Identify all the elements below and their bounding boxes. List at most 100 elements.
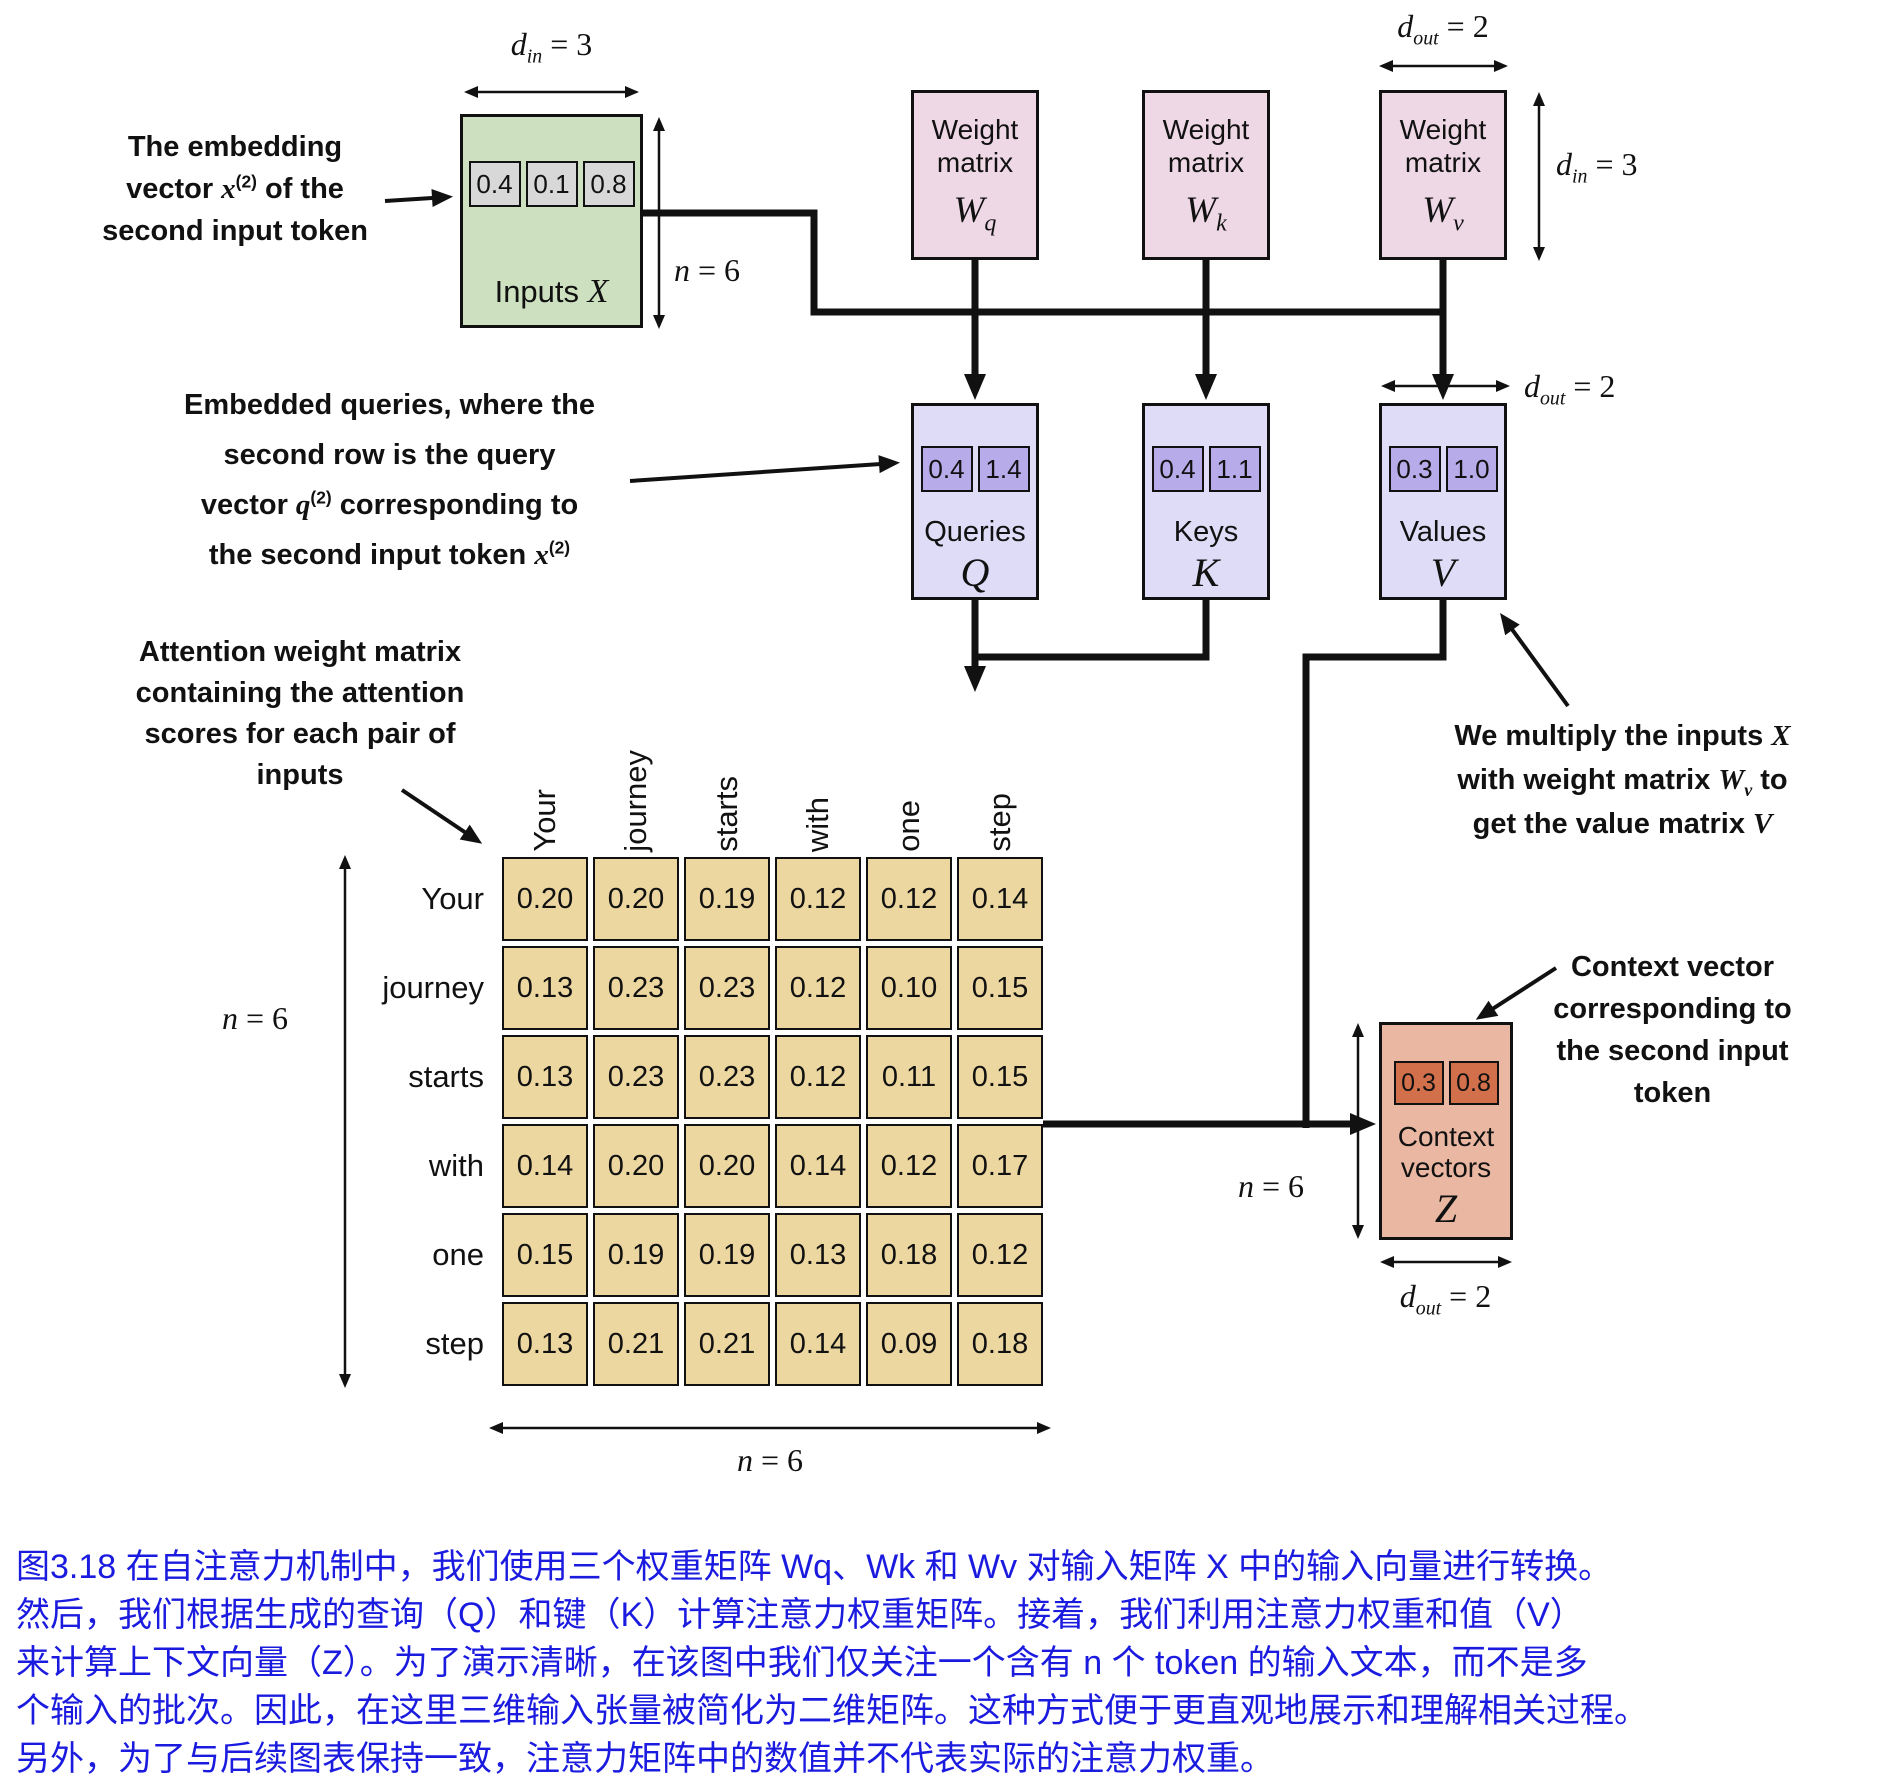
multiply-note-arrow bbox=[1500, 612, 1570, 708]
caption-line: 另外，为了与后续图表保持一致，注意力矩阵中的数值并不代表实际的注意力权重。 bbox=[16, 1740, 1274, 1778]
matrix-cell: 0.4 bbox=[920, 446, 973, 492]
note-line: inputs bbox=[256, 759, 344, 791]
attention-cell: 0.14 bbox=[502, 1124, 588, 1208]
matrix-cell: 0.8 bbox=[1448, 1061, 1499, 1105]
n-inputs-label: n = 6 bbox=[674, 252, 741, 288]
key-vector-row: 0.4 1.1 bbox=[1151, 446, 1261, 492]
attention-cell: 0.23 bbox=[684, 946, 770, 1030]
weight-matrix-text: matrix bbox=[936, 147, 1014, 178]
dout-context-label: dout = 2 bbox=[1399, 1278, 1492, 1320]
inputs-label: Inputs X bbox=[494, 273, 609, 310]
attention-cell: 0.17 bbox=[957, 1124, 1043, 1208]
attention-cell: 0.15 bbox=[957, 946, 1043, 1030]
context-vector-row: 0.3 0.8 bbox=[1393, 1061, 1499, 1105]
values-matrix: 0.3 1.0 Values V bbox=[1379, 403, 1507, 600]
note-line: scores for each pair of bbox=[144, 718, 456, 750]
inputs-matrix: 0.4 0.1 0.8 Inputs X bbox=[460, 114, 643, 328]
note-line: We multiply the inputs X bbox=[1454, 720, 1791, 752]
note-line: with weight matrix Wv to bbox=[1457, 764, 1788, 800]
caption-line: 个输入的批次。因此，在这里三维输入张量被简化为二维矩阵。这种方式便于更直观地展示… bbox=[16, 1692, 1648, 1730]
z-symbol: Z bbox=[1434, 1186, 1458, 1231]
query-vector-row: 0.4 1.4 bbox=[920, 446, 1030, 492]
attention-cell: 0.13 bbox=[502, 1035, 588, 1119]
weight-matrix-wk: Weight matrix Wk bbox=[1142, 90, 1270, 260]
attention-cell: 0.18 bbox=[957, 1302, 1043, 1386]
queries-note: Embedded queries, where the second row i… bbox=[162, 380, 617, 580]
attention-cell: 0.18 bbox=[866, 1213, 952, 1297]
weight-matrix-wq: Weight matrix Wq bbox=[911, 90, 1039, 260]
attention-cell: 0.12 bbox=[866, 1124, 952, 1208]
caption-line: 然后，我们根据生成的查询（Q）和键（K）计算注意力权重矩阵。接着，我们利用注意力… bbox=[16, 1596, 1584, 1634]
n-attention-cols-label: n = 6 bbox=[736, 1442, 804, 1478]
attention-cell: 0.13 bbox=[502, 1302, 588, 1386]
context-label-line2: vectors bbox=[1400, 1152, 1492, 1183]
weight-matrix-wv: Weight matrix Wv bbox=[1379, 90, 1507, 260]
note-line: second row is the query bbox=[223, 439, 556, 471]
weight-matrix-text: matrix bbox=[1167, 147, 1245, 178]
weight-matrix-text: matrix bbox=[1404, 147, 1482, 178]
matrix-cell: 0.3 bbox=[1388, 446, 1441, 492]
embedding-note-arrow bbox=[384, 189, 453, 207]
attention-cell: 0.23 bbox=[593, 946, 679, 1030]
attention-column-header: step bbox=[982, 793, 1017, 852]
note-line: The embedding bbox=[127, 131, 343, 163]
attention-column-header: Your bbox=[527, 789, 562, 852]
value-vector-row: 0.3 1.0 bbox=[1388, 446, 1498, 492]
note-line: vector x(2) of the bbox=[126, 171, 344, 205]
n-context-label: n = 6 bbox=[1238, 1168, 1305, 1204]
attention-note: Attention weight matrix containing the a… bbox=[115, 632, 485, 796]
attention-cell: 0.19 bbox=[593, 1213, 679, 1297]
note-line: corresponding to bbox=[1553, 993, 1792, 1025]
matrix-cell: 0.4 bbox=[1151, 446, 1204, 492]
keys-matrix: 0.4 1.1 Keys K bbox=[1142, 403, 1270, 600]
attention-cell: 0.15 bbox=[957, 1035, 1043, 1119]
note-line: get the value matrix V bbox=[1472, 808, 1773, 840]
attention-cell: 0.12 bbox=[775, 1035, 861, 1119]
attention-cell: 0.12 bbox=[775, 857, 861, 941]
inputs-to-weights-line bbox=[643, 209, 1443, 316]
caption-line: 来计算上下文向量（Z）。为了演示清晰，在该图中我们仅关注一个含有 n 个 tok… bbox=[16, 1644, 1588, 1682]
attention-cell: 0.19 bbox=[684, 1213, 770, 1297]
din-inputs-label: din = 3 bbox=[510, 26, 593, 68]
attention-cell: 0.13 bbox=[775, 1213, 861, 1297]
attention-cell: 0.21 bbox=[593, 1302, 679, 1386]
attention-row-label: starts bbox=[408, 1059, 484, 1094]
note-line: Context vector bbox=[1570, 951, 1775, 983]
matrix-cell: 0.4 bbox=[468, 161, 521, 207]
note-line: vector q(2) corresponding to bbox=[200, 487, 579, 521]
attention-column-header: journey bbox=[618, 750, 653, 852]
attention-column-header: starts bbox=[709, 776, 744, 852]
attention-cell: 0.20 bbox=[684, 1124, 770, 1208]
attention-row-label: step bbox=[425, 1326, 484, 1361]
queries-matrix: 0.4 1.4 Queries Q bbox=[911, 403, 1039, 600]
figure-caption: 图3.18 在自注意力机制中，我们使用三个权重矩阵 Wq、Wk 和 Wv 对输入… bbox=[16, 1543, 1876, 1783]
note-line: containing the attention bbox=[135, 677, 465, 709]
attention-row-label: journey bbox=[382, 970, 484, 1005]
matrix-cell: 1.1 bbox=[1208, 446, 1261, 492]
note-line: token bbox=[1633, 1077, 1712, 1109]
attention-cell: 0.20 bbox=[593, 1124, 679, 1208]
embedding-note: The embedding vector x(2) of the second … bbox=[90, 126, 380, 252]
attention-cell: 0.20 bbox=[593, 857, 679, 941]
dout-wv-label: dout = 2 bbox=[1397, 8, 1489, 50]
q-symbol: Q bbox=[960, 550, 990, 595]
v-symbol: V bbox=[1430, 550, 1456, 595]
attention-cell: 0.12 bbox=[866, 857, 952, 941]
embedding-vector-row: 0.4 0.1 0.8 bbox=[468, 161, 635, 207]
attention-note-arrow bbox=[400, 788, 483, 844]
context-label-line1: Context bbox=[1397, 1121, 1495, 1152]
dout-values-label: dout = 2 bbox=[1524, 368, 1616, 410]
caption-line: 图3.18 在自注意力机制中，我们使用三个权重矩阵 Wq、Wk 和 Wv 对输入… bbox=[16, 1548, 1613, 1586]
n-attention-rows-label: n = 6 bbox=[222, 1000, 289, 1036]
weight-matrix-text: Weight bbox=[931, 114, 1019, 145]
attention-cell: 0.19 bbox=[684, 857, 770, 941]
wv-symbol: Wv bbox=[1422, 190, 1464, 237]
attention-cell: 0.21 bbox=[684, 1302, 770, 1386]
keys-label: Keys bbox=[1173, 516, 1239, 548]
values-label: Values bbox=[1399, 516, 1487, 548]
din-wv-label: din = 3 bbox=[1556, 146, 1638, 188]
matrix-cell: 1.0 bbox=[1445, 446, 1498, 492]
note-line: the second input bbox=[1556, 1035, 1789, 1067]
